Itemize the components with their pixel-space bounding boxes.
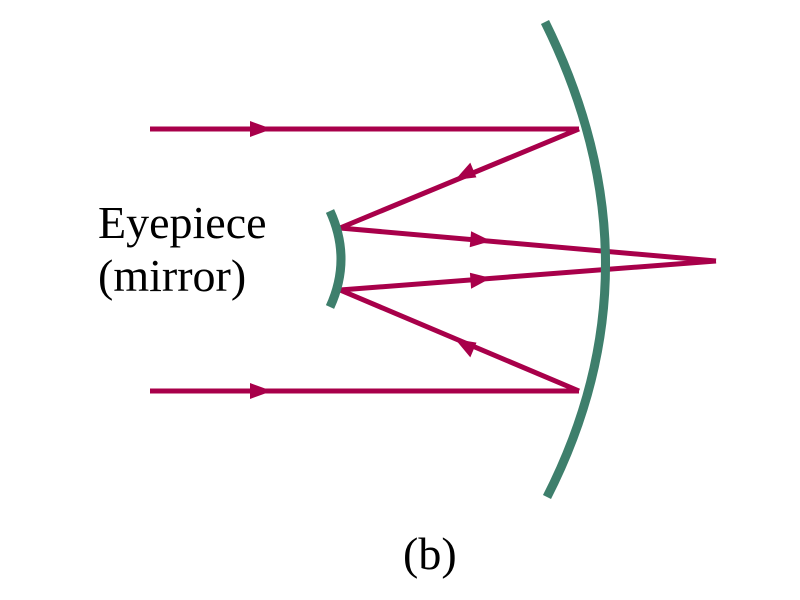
eyepiece-label: Eyepiece (mirror) bbox=[98, 196, 267, 302]
arrow-icon-incoming-top bbox=[250, 121, 272, 137]
arrow-icon-incoming-bottom bbox=[250, 383, 272, 399]
eyepiece-label-line2: (mirror) bbox=[98, 250, 247, 301]
focused-ray-bottom bbox=[339, 258, 717, 293]
figure-caption: (b) bbox=[403, 528, 457, 579]
arrow-icon-reflected-bottom bbox=[455, 339, 477, 358]
eyepiece-label-line1: Eyepiece bbox=[98, 197, 267, 248]
arrow-icon-reflected-top bbox=[455, 162, 477, 180]
arrow-icon-focused-top bbox=[469, 231, 491, 248]
focused-ray-top bbox=[339, 225, 717, 264]
eyepiece-mirror bbox=[325, 209, 346, 309]
primary-mirror bbox=[540, 20, 610, 500]
arrow-icon-focused-bottom bbox=[469, 272, 491, 289]
